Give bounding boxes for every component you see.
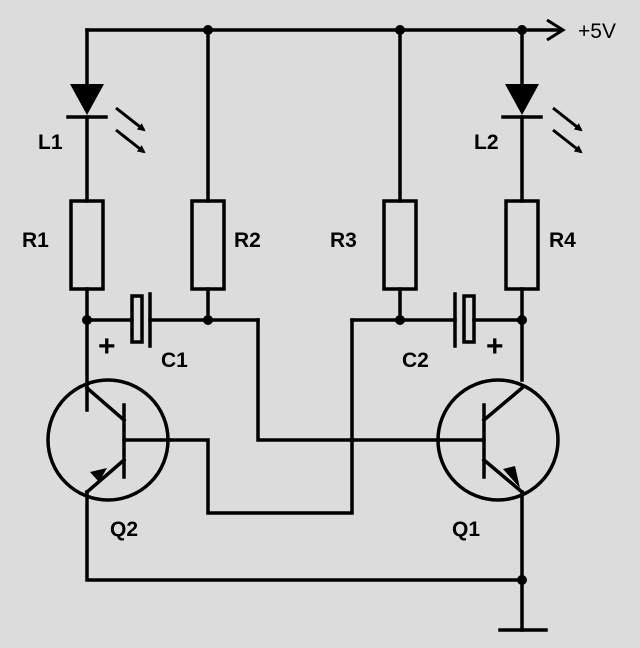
resistor-r2-label: R2 xyxy=(234,229,261,252)
capacitor-c1 xyxy=(130,292,152,348)
wire xyxy=(168,318,354,515)
wire xyxy=(85,490,524,582)
junction-dot xyxy=(517,575,527,585)
led-l1 xyxy=(66,84,146,154)
capacitor-c2-polarity: + xyxy=(486,330,504,363)
wire xyxy=(256,318,439,442)
resistor-r1-label: R1 xyxy=(22,229,49,252)
resistor-r4 xyxy=(504,199,540,291)
capacitor-c2 xyxy=(453,292,476,348)
transistor-q2 xyxy=(46,378,172,502)
resistor-r4-label: R4 xyxy=(549,229,576,252)
resistor-r2 xyxy=(190,199,226,291)
transistor-q1 xyxy=(435,378,560,502)
resistor-r3 xyxy=(382,199,418,291)
supply-rail xyxy=(85,18,566,42)
led-l1-label: L1 xyxy=(38,131,63,154)
led-l2 xyxy=(501,84,583,154)
capacitor-c1-polarity: + xyxy=(98,330,116,363)
supply-label: +5V xyxy=(578,20,616,43)
capacitor-c1-label: C1 xyxy=(161,349,188,372)
led-l2-label: L2 xyxy=(474,131,499,154)
capacitor-c2-label: C2 xyxy=(402,349,429,372)
resistor-r1 xyxy=(69,199,105,291)
transistor-q1-label: Q1 xyxy=(452,518,480,541)
resistor-r3-label: R3 xyxy=(330,229,357,252)
transistor-q2-label: Q2 xyxy=(110,518,138,541)
